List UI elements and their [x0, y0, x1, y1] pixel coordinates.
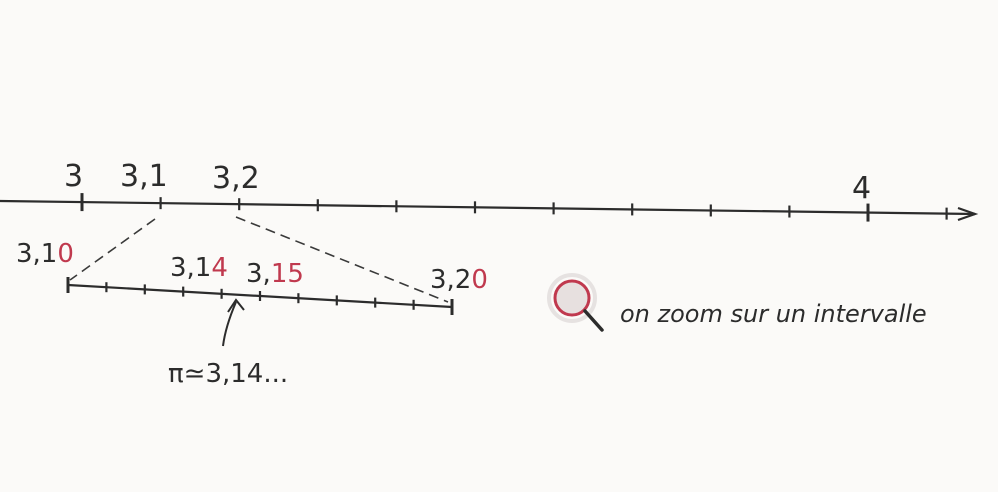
main-label-3: 3 — [64, 159, 83, 194]
zoom-connector-left — [69, 218, 156, 281]
magnifier-icon — [547, 273, 604, 332]
zoom-ticks — [66, 277, 454, 315]
main-axis-arrow — [957, 206, 979, 222]
zoom-label-3-20: 3,20 — [430, 265, 488, 295]
main-label-3-2: 3,2 — [212, 161, 260, 196]
zoom-label-3-15: 3,15 — [246, 259, 304, 289]
zoom-connectors — [69, 216, 449, 303]
main-axis — [0, 199, 976, 216]
pi-approximation: π≃3,14... — [168, 359, 288, 389]
main-label-4: 4 — [852, 171, 871, 206]
zoom-caption: on zoom sur un intervalle — [620, 300, 927, 328]
main-ticks — [80, 193, 948, 222]
pi-arrow-icon — [222, 298, 245, 347]
zoom-label-3-14: 3,14 — [170, 253, 228, 283]
main-number-line — [0, 193, 979, 222]
zoom-label-3-10: 3,10 — [16, 239, 74, 269]
main-label-3-1: 3,1 — [120, 159, 168, 194]
zoom-number-line — [66, 277, 454, 315]
zoom-connector-right — [235, 216, 449, 303]
